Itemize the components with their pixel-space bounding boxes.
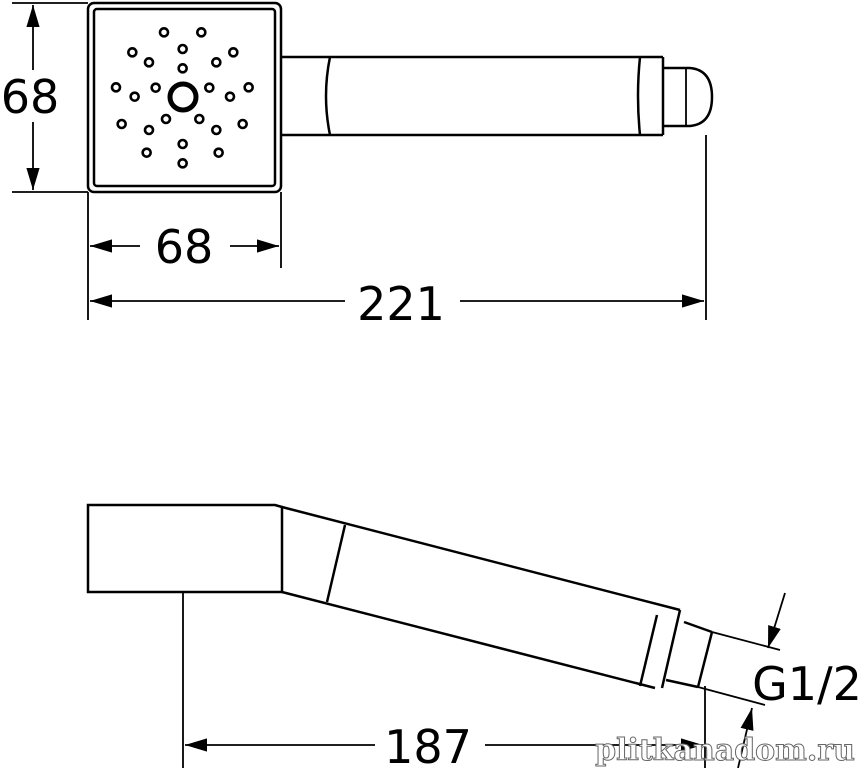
thread-side <box>665 620 714 689</box>
handle-end <box>636 56 665 136</box>
dim-head-width: 68 <box>155 220 214 274</box>
nozzle <box>127 47 138 58</box>
nozzle <box>160 113 172 125</box>
nozzle <box>224 91 236 102</box>
thread-arrow-top <box>767 592 786 649</box>
dim-side-length: 187 <box>384 720 472 768</box>
dim-total-length: 221 <box>357 277 445 331</box>
nozzle <box>177 158 188 169</box>
handle-outline <box>281 55 663 137</box>
nozzle <box>158 27 170 38</box>
nozzle <box>177 43 188 55</box>
handle-side <box>281 505 681 690</box>
handle-band <box>324 56 332 136</box>
handle-end-side <box>638 609 682 689</box>
nozzle <box>213 147 224 158</box>
head-outer <box>86 1 283 194</box>
head-side <box>86 503 284 594</box>
side-view: G1/2 187 <box>86 503 858 768</box>
spray-nozzles <box>110 27 254 169</box>
nozzle <box>150 82 161 93</box>
nozzle <box>116 118 127 130</box>
center-nozzle <box>167 81 199 113</box>
watermark: plitkanadom.ru <box>595 733 855 768</box>
nozzle <box>141 147 152 158</box>
nozzle <box>194 113 205 125</box>
top-view: 68 68 221 <box>0 1 714 331</box>
nozzle <box>110 82 122 93</box>
nozzle <box>211 57 222 68</box>
thread-arrow-bottom <box>737 707 754 768</box>
nozzle <box>196 27 207 38</box>
nozzle <box>143 57 155 68</box>
ext-lines-widths <box>87 135 707 320</box>
nozzle <box>177 63 188 74</box>
ext-lines-187 <box>182 592 706 768</box>
handle-band-side <box>325 524 347 603</box>
nozzle <box>129 91 140 102</box>
dim-head-height: 68 <box>1 70 60 124</box>
connector <box>663 66 714 128</box>
dim-thread: G1/2 <box>752 657 858 711</box>
ext-lines-68-height <box>12 2 88 193</box>
nozzle <box>177 138 188 150</box>
nozzle <box>211 124 222 136</box>
nozzle <box>237 118 248 130</box>
head-inner <box>92 7 277 188</box>
nozzle <box>243 82 254 93</box>
nozzle <box>204 82 215 93</box>
nozzle <box>228 47 239 58</box>
nozzle <box>143 124 155 136</box>
